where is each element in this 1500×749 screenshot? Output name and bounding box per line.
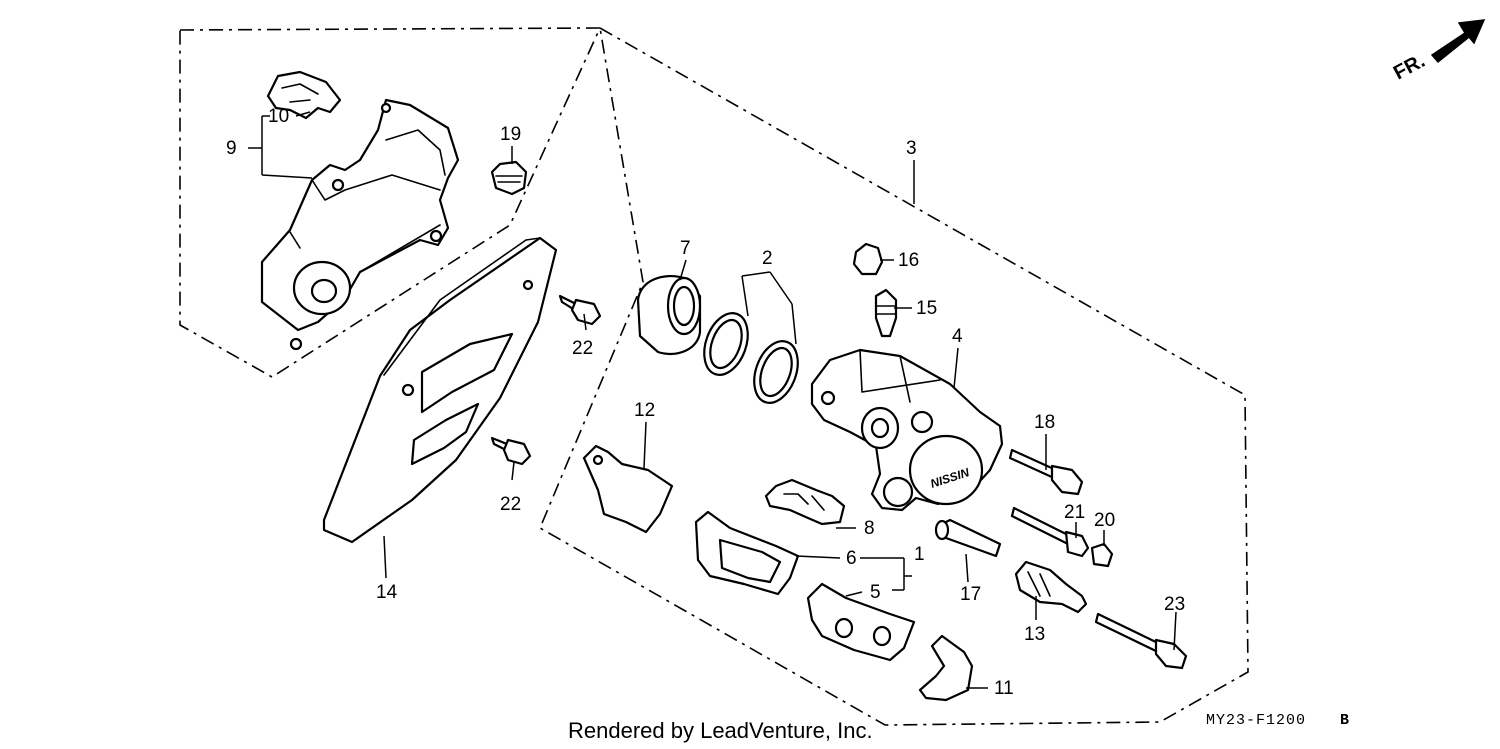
callout-22-upper: 22 <box>572 338 593 359</box>
caliper-bolt <box>1094 612 1188 670</box>
callout-9: 9 <box>226 138 237 159</box>
callout-16: 16 <box>898 250 919 271</box>
callout-12: 12 <box>634 400 655 421</box>
bleeder-valve <box>874 288 898 338</box>
callout-10: 10 <box>268 106 289 127</box>
guard-bolt-lower <box>490 436 532 466</box>
caliper-body: NISSIN <box>810 348 1004 512</box>
leader-lines <box>248 111 1177 689</box>
callout-20: 20 <box>1094 510 1115 531</box>
direction-label: FR. <box>1390 50 1429 85</box>
pin-bolt-cap <box>1090 542 1114 568</box>
callout-23: 23 <box>1164 594 1185 615</box>
callout-22-lower: 22 <box>500 494 521 515</box>
caliper-guard <box>322 236 558 544</box>
caliper-assembly-boundary <box>538 26 1249 726</box>
pin-bolt-b <box>1010 506 1090 558</box>
callout-2: 2 <box>762 248 773 269</box>
callout-6: 6 <box>846 548 857 569</box>
front-direction-arrow: FR. <box>1390 19 1486 85</box>
callout-15: 15 <box>916 298 937 319</box>
callout-7: 7 <box>680 238 691 259</box>
callout-1: 1 <box>914 544 925 565</box>
pad-retainer <box>918 634 974 702</box>
bleeder-cap <box>852 242 884 276</box>
callout-13: 13 <box>1024 624 1045 645</box>
brake-pad-inner <box>806 582 916 662</box>
bracket-group-boundary <box>179 27 602 378</box>
piston-seals <box>703 312 799 404</box>
pad-spring <box>764 478 846 526</box>
brake-pad-outer <box>694 510 800 596</box>
callout-21: 21 <box>1064 502 1085 523</box>
pad-shim <box>582 444 674 534</box>
callout-11: 11 <box>994 678 1014 699</box>
cap <box>490 160 528 196</box>
bracket-retainer-clip <box>266 70 342 120</box>
caliper-bracket <box>260 98 460 351</box>
callout-labels: 1 2 3 4 5 6 7 8 9 10 11 12 13 14 15 16 1… <box>226 106 1185 699</box>
callout-19: 19 <box>500 124 521 145</box>
pin-boot <box>1014 560 1088 614</box>
callout-3: 3 <box>906 138 917 159</box>
diagram-code-suffix: B <box>1340 712 1350 729</box>
footer-credit: Rendered by LeadVenture, Inc. <box>568 718 873 743</box>
callout-8: 8 <box>864 518 875 539</box>
callout-17: 17 <box>960 584 981 605</box>
callout-18: 18 <box>1034 412 1055 433</box>
callout-4: 4 <box>952 326 963 347</box>
callout-14: 14 <box>376 582 398 603</box>
pin-bolt <box>1008 448 1084 496</box>
piston <box>636 274 702 356</box>
callout-5: 5 <box>870 582 881 603</box>
sleeve <box>934 518 1002 558</box>
guard-bolt-upper <box>558 294 602 326</box>
diagram-code: MY23-F1200 <box>1206 712 1306 729</box>
